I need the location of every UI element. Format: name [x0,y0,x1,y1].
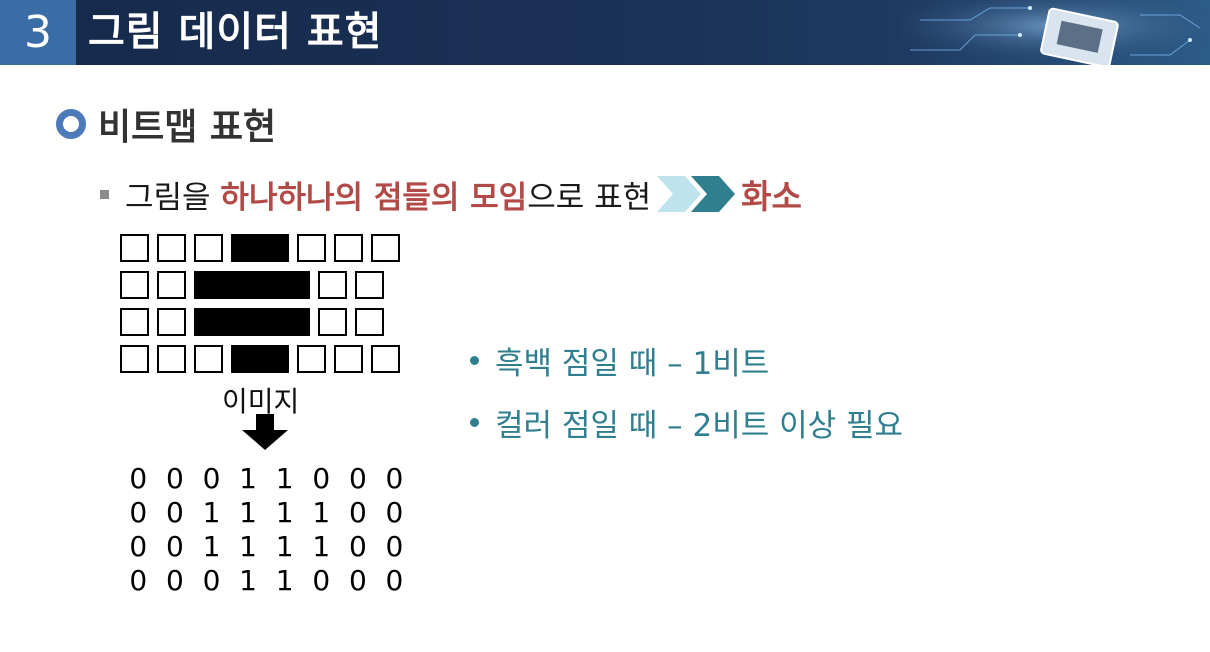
bit-value: 1 [239,530,257,563]
pixel-on [231,345,260,373]
pixel-on [194,308,223,336]
bit-value: 0 [129,496,148,529]
pixel-off [194,345,223,373]
pixel-on [252,308,281,336]
pixel-off [297,234,326,262]
bit-value: 0 [385,530,404,563]
sub-bullet-prefix: 그림을 [125,179,221,216]
bit-value: 0 [129,564,148,597]
slide-number: 3 [0,0,76,65]
bit-value: 0 [165,462,184,495]
down-arrow-icon [242,414,288,450]
pixel-off [355,308,384,336]
pixel-on [281,271,310,299]
bit-value: 0 [165,530,184,563]
bit-value: 0 [348,496,367,529]
bit-value: 0 [312,462,331,495]
pixel-off [157,345,186,373]
pixel-row [120,345,411,375]
info-bullet-color: 컬러 점일 때 – 2비트 이상 필요 [470,400,903,445]
bit-value: 0 [385,462,404,495]
pixel-off [120,308,149,336]
section-heading: 비트맵 표현 [56,98,276,150]
dot-bullet-icon [470,356,479,365]
bit-value: 1 [312,496,331,529]
bit-value: 1 [275,496,294,529]
bit-value: 1 [275,564,294,597]
ring-bullet-icon [56,109,86,139]
slide-title: 그림 데이터 표현 [88,9,383,55]
double-chevron-arrow-icon [657,176,736,212]
bit-value: 0 [202,462,221,495]
info-bullet-text: 흑백 점일 때 – 1비트 [495,346,770,382]
bit-value: 0 [348,564,367,597]
bit-value: 1 [239,496,257,529]
circuit-chip-decoration [900,0,1210,65]
dot-bullet-icon [470,418,479,427]
bit-value: 0 [348,530,367,563]
bit-value: 1 [239,462,257,495]
pixel-off [371,234,400,262]
pixel-on [223,271,252,299]
pixel-off [120,345,149,373]
square-bullet-icon [100,189,109,199]
pixel-off [120,234,149,262]
info-bullet-text: 컬러 점일 때 – 2비트 이상 필요 [495,408,904,444]
bit-value: 0 [165,496,184,529]
sub-bullet: 그림을 하나하나의 점들의 모임으로 표현 화소 [100,172,802,216]
pixel-off [194,234,223,262]
section-title: 비트맵 표현 [98,107,277,148]
pixel-on [223,308,252,336]
pixel-on [260,345,289,373]
pixel-off [120,271,149,299]
bit-value: 0 [385,496,404,529]
pixel-on [281,308,310,336]
bit-value: 0 [165,564,184,597]
sub-bullet-text: 그림을 하나하나의 점들의 모임으로 표현 [125,172,651,217]
image-label: 이미지 [222,385,300,418]
pixel-off [334,234,363,262]
header-bar: 3 그림 데이터 표현 [0,0,1210,65]
pixel-on [260,234,289,262]
bit-value: 0 [202,564,221,597]
pixel-off [157,271,186,299]
pixel-row [120,271,411,301]
pixel-on [194,271,223,299]
pixel-off [371,345,400,373]
pixel-on [252,271,281,299]
bit-value: 1 [239,564,257,597]
bit-value: 1 [275,530,294,563]
bit-value: 0 [129,530,148,563]
pixel-on [231,234,260,262]
bit-value: 1 [312,530,331,563]
pixel-off [355,271,384,299]
bit-value: 0 [312,564,331,597]
pixel-grid [120,234,411,376]
pixel-off [318,271,347,299]
bit-value: 1 [202,496,221,529]
bit-value: 1 [275,462,294,495]
info-bullet-bw: 흑백 점일 때 – 1비트 [470,338,769,383]
bit-value: 0 [385,564,404,597]
bit-value: 0 [129,462,148,495]
pixel-off [318,308,347,336]
pixel-off [334,345,363,373]
pixel-row [120,234,411,264]
sub-bullet-suffix: 으로 표현 [527,179,652,216]
pixel-off [157,234,186,262]
bit-value: 0 [348,462,367,495]
result-term: 화소 [741,177,802,216]
sub-bullet-highlight: 하나하나의 점들의 모임 [220,179,528,216]
pixel-row [120,308,411,338]
pixel-off [157,308,186,336]
pixel-off [297,345,326,373]
bit-value: 1 [202,530,221,563]
